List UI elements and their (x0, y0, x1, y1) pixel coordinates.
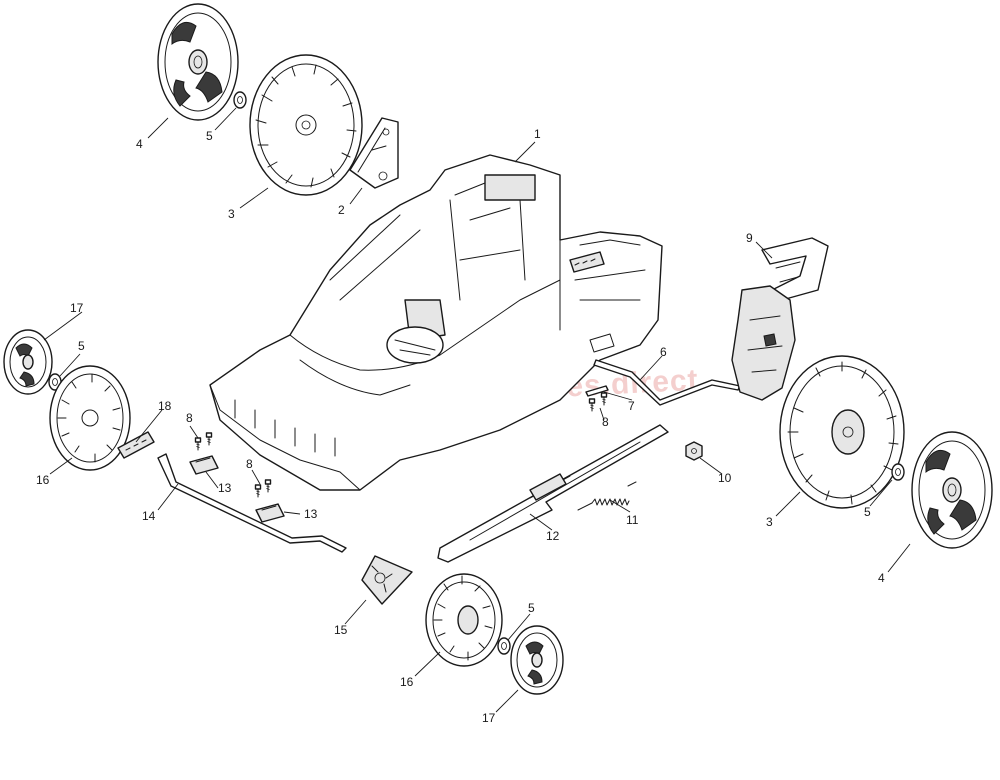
callout-13: 13 (218, 481, 232, 495)
hub-cap-right (911, 431, 993, 549)
clip-upper (189, 455, 219, 475)
wheel-top-left (249, 54, 363, 196)
axle-rod-left (157, 453, 347, 553)
adjust-lever-part (437, 424, 669, 563)
callout-8: 8 (186, 411, 193, 425)
callout-2: 2 (338, 203, 345, 217)
pin-part (585, 385, 609, 397)
screw-left-3 (254, 484, 262, 498)
callout-4: 4 (878, 571, 885, 585)
callout-16: 16 (400, 675, 414, 689)
leader-lines (43, 107, 911, 713)
hub-cap-top-left (157, 3, 239, 121)
callout-17: 17 (482, 711, 496, 725)
callout-13: 13 (304, 507, 318, 521)
callout-4: 4 (136, 137, 143, 151)
callout-5: 5 (78, 339, 85, 353)
callout-5: 5 (528, 601, 535, 615)
wheel-bottom (425, 573, 503, 667)
callout-17: 17 (70, 301, 84, 315)
nut-part (685, 441, 703, 461)
callout-9: 9 (746, 231, 753, 245)
clip-lower (255, 503, 285, 523)
axle-rod-right (593, 359, 741, 406)
spring-part (577, 481, 637, 511)
latch-part (117, 431, 155, 459)
callout-16: 16 (36, 473, 50, 487)
screw-left-1 (194, 437, 202, 451)
callout-14: 14 (142, 509, 156, 523)
hub-cap-bottom (510, 625, 564, 695)
callout-10: 10 (718, 471, 732, 485)
callout-3: 3 (766, 515, 773, 529)
screw-left-4 (264, 479, 272, 493)
callout-5: 5 (206, 129, 213, 143)
callout-18: 18 (158, 399, 172, 413)
callout-7: 7 (628, 399, 635, 413)
hub-cap-left-small (3, 329, 53, 395)
washer-bottom (497, 637, 511, 655)
callout-15: 15 (334, 623, 348, 637)
callout-6: 6 (660, 345, 667, 359)
side-bracket-part (349, 117, 399, 189)
callout-8: 8 (602, 415, 609, 429)
screw-right-1 (588, 398, 596, 412)
callout-labels: 1 2 3 3 4 4 5 5 5 5 6 7 8 8 8 9 10 11 12… (36, 127, 885, 725)
wheel-right (779, 355, 905, 509)
deck-chassis-part (209, 154, 663, 491)
callout-11: 11 (626, 513, 639, 527)
handle-bracket-part (731, 237, 829, 401)
callout-1: 1 (534, 127, 541, 141)
callout-8: 8 (246, 457, 253, 471)
wheel-left-small (49, 365, 131, 471)
callout-5: 5 (864, 505, 871, 519)
callout-3: 3 (228, 207, 235, 221)
washer-right (891, 463, 905, 481)
triangle-bracket-part (361, 555, 413, 605)
screw-left-2 (205, 432, 213, 446)
washer-top-left (233, 91, 247, 109)
callout-12: 12 (546, 529, 560, 543)
